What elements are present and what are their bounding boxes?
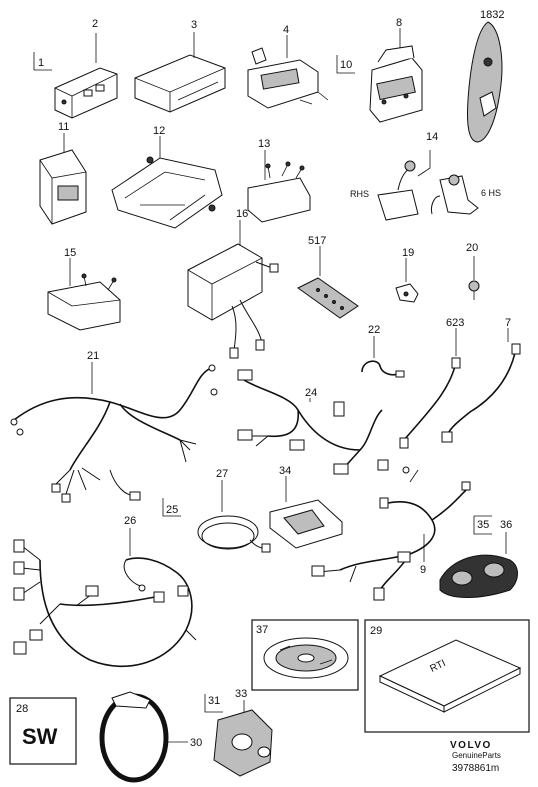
label-27: 27 (216, 468, 228, 480)
part-13-connector-block[interactable]: 13 (247, 138, 311, 223)
part-19-clip[interactable]: 19 (395, 247, 419, 303)
part-34-holder[interactable]: 34 (269, 465, 343, 549)
part-15-connector-bracket[interactable]: 15 (47, 247, 121, 331)
label-22: 22 (368, 324, 380, 336)
part-27-coiled-cable[interactable]: 27 (197, 468, 271, 553)
label-21: 21 (87, 350, 99, 362)
label-28: 28 (16, 703, 28, 715)
label-8: 8 (396, 17, 402, 29)
part-16-amplifier[interactable]: 16 (187, 208, 279, 359)
part-1-marker: 1 (33, 52, 52, 71)
label-34: 34 (279, 465, 291, 477)
label-12: 12 (153, 125, 165, 137)
label-11: 11 (58, 121, 69, 133)
part-33-steering-cover[interactable]: 33 (213, 688, 273, 777)
label-29: 29 (370, 625, 382, 637)
part-37-cd-disc[interactable]: 37 (251, 619, 359, 691)
label-20: 20 (466, 242, 478, 254)
label-37: 37 (256, 624, 268, 636)
part-3-cd-unit[interactable]: 3 (134, 19, 226, 113)
label-3: 3 (191, 19, 197, 31)
label-24: 24 (305, 387, 317, 399)
label-33: 33 (235, 688, 247, 700)
part-2-module[interactable]: 2 (54, 18, 118, 119)
part-4-display-bracket[interactable]: 4 (247, 24, 329, 109)
part-36-console-panel[interactable]: 36 (439, 519, 518, 598)
label-14-rhs: RHS (350, 189, 369, 199)
label-30: 30 (190, 737, 202, 749)
part-11-control-module[interactable]: 11 (39, 121, 87, 225)
label-16: 16 (236, 208, 248, 220)
part-29-owners-manual[interactable]: RTI 29 (364, 619, 530, 733)
label-2: 2 (92, 18, 98, 30)
part-517-remote-control[interactable]: 517 (297, 235, 359, 319)
label-517: 517 (308, 235, 326, 247)
label-31: 31 (208, 695, 220, 707)
label-14-6hs: 6 HS (481, 188, 501, 198)
part-7-cable[interactable]: 7 (441, 317, 521, 443)
part-12-mounting-bracket[interactable]: 12 (111, 125, 223, 229)
label-4: 4 (283, 24, 289, 36)
brand-subtitle: GenuineParts (452, 751, 501, 760)
part-30-steering-ring[interactable]: 30 (99, 691, 202, 783)
label-36: 36 (500, 519, 512, 531)
part-8-phone-unit[interactable]: 8 (369, 17, 423, 123)
label-14: 14 (426, 131, 438, 143)
part-24-harness[interactable]: 24 (237, 369, 389, 475)
brand-footer: VOLVO GenuineParts 3978861m (450, 740, 501, 774)
part-1832-phone-handset[interactable]: 1832 (467, 9, 504, 143)
part-35-marker: 35 (473, 515, 492, 535)
label-13: 13 (258, 138, 270, 150)
brand-logo: VOLVO (450, 740, 492, 751)
catalog-number: 3978861m (452, 763, 499, 774)
label-15: 15 (64, 247, 76, 259)
label-25: 25 (166, 504, 178, 516)
label-1832: 1832 (480, 9, 504, 21)
part-21-main-harness[interactable]: 21 (10, 350, 218, 503)
label-35: 35 (477, 519, 489, 531)
part-31-marker: 31 (204, 694, 223, 713)
sw-badge-text: SW (22, 724, 58, 749)
part-14-tweeter-speakers[interactable]: 14 RHS 6 HS (350, 131, 501, 221)
part-9-harness[interactable]: 9 (311, 466, 471, 601)
part-10-marker: 10 (336, 55, 355, 74)
label-26: 26 (124, 515, 136, 527)
label-7: 7 (505, 317, 511, 329)
label-10: 10 (340, 59, 352, 71)
part-26-harness[interactable]: 26 (13, 515, 197, 668)
label-9: 9 (420, 564, 426, 576)
label-19: 19 (402, 247, 414, 259)
part-22-short-cable[interactable]: 22 (361, 324, 405, 378)
part-28-sw-badge: 28 SW (9, 697, 77, 765)
part-623-cable[interactable]: 623 (399, 317, 464, 449)
part-20-screw[interactable]: 20 (466, 242, 480, 300)
label-1: 1 (38, 57, 44, 69)
part-25-marker: 25 (162, 498, 181, 517)
label-623: 623 (446, 317, 464, 329)
